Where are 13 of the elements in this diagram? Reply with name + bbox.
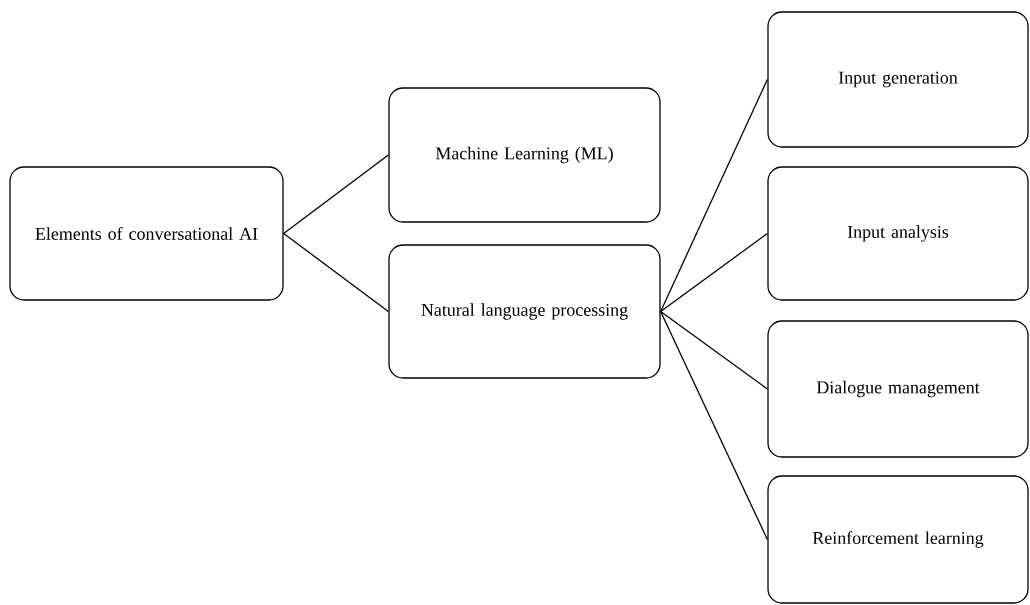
process-box: Machine Learning (ML) — [388, 87, 661, 223]
process-box: Dialogue management — [767, 320, 1029, 458]
connector-line — [660, 310, 768, 541]
process-box: Reinforcement learning — [767, 475, 1029, 604]
process-box: Natural language processing — [388, 244, 661, 379]
connector-line — [283, 232, 389, 313]
connector-line — [283, 154, 389, 235]
process-box: Input generation — [767, 11, 1029, 148]
process-box: Elements of conversational AI — [9, 166, 284, 301]
connector-line — [660, 78, 768, 313]
connector-line — [660, 310, 768, 390]
process-box: Input analysis — [767, 166, 1029, 301]
connector-line — [660, 232, 768, 313]
